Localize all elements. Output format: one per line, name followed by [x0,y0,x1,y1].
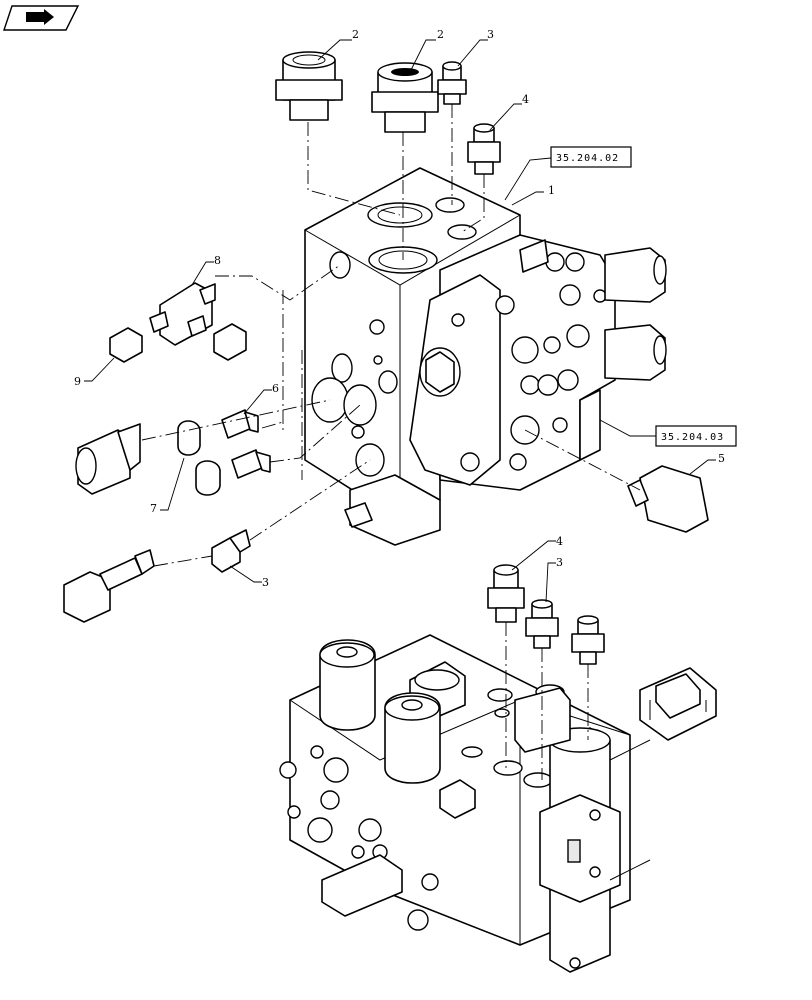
fitting-4-lower [487,564,525,623]
reference-text-1: 35.204.02 [556,153,619,164]
nut-9b [213,323,247,361]
tee-fitting-8 [149,282,216,346]
callout-3c: 3 [556,556,563,569]
callout-3a: 3 [487,28,494,41]
callouts: 1 2 2 3 4 8 9 6 7 3 5 4 3 [74,28,725,589]
fitting-3-lower-a [525,599,559,649]
next-page-arrow-icon[interactable] [3,5,80,31]
plug-7a [177,420,201,456]
callout-2a: 2 [352,28,359,41]
fitting-3-lower-b [571,615,605,665]
upper-valve-assembly [304,167,667,546]
callout-9: 9 [74,375,81,388]
electrical-connector [639,667,717,741]
callout-3b: 3 [262,576,269,589]
lower-valve-assembly [279,634,651,973]
leader-lines [84,39,716,603]
fitting-6b [231,449,271,479]
callout-4b: 4 [556,535,563,548]
callout-1: 1 [548,184,555,197]
callout-5: 5 [718,452,725,465]
reference-text-2: 35.204.03 [661,432,724,443]
fitting-2b [371,62,439,133]
union-fitting-left [75,423,141,495]
sensor-fitting [63,549,155,623]
fitting-2a [275,51,343,121]
callout-4a: 4 [522,93,529,106]
fitting-6a [221,409,259,439]
callout-6: 6 [272,382,279,395]
plug-7b [195,460,221,496]
fitting-3-top [437,61,467,105]
callout-7: 7 [150,502,157,515]
alignment-lines-upper [141,104,641,567]
nut-9a [109,327,143,363]
callout-2b: 2 [437,28,444,41]
alignment-lines-lower [505,622,589,780]
fitting-5-right [627,465,709,533]
reference-box-1[interactable]: 35.204.02 [550,146,632,168]
fitting-3-left [211,529,251,573]
reference-box-2[interactable]: 35.204.03 [655,425,737,447]
callout-8: 8 [214,254,221,267]
fitting-4-top [467,123,501,175]
